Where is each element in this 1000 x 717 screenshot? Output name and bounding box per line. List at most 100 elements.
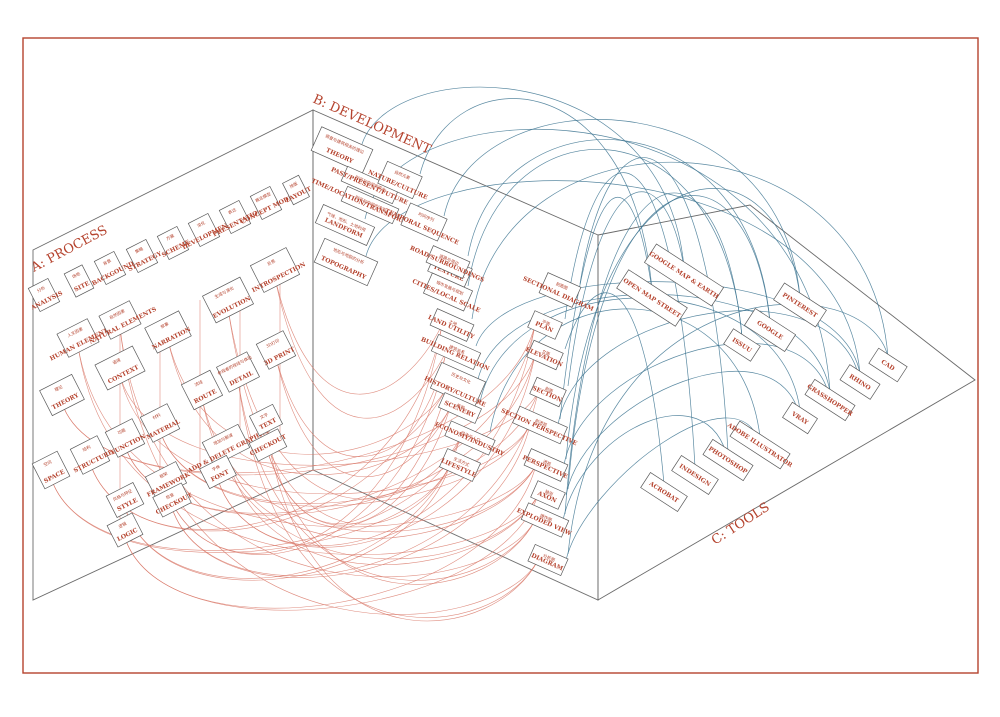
tools-plane (597, 204, 976, 601)
process-box-cn: 分析 (36, 284, 47, 294)
red-link-7 (227, 307, 451, 525)
process-box-cn: 场地 (71, 270, 82, 280)
process-box-cn: 逻辑 (117, 520, 128, 530)
process-box-cn: 排版 (288, 180, 299, 190)
red-link-8 (274, 277, 447, 419)
red-link-19 (275, 357, 451, 478)
blue-link-low-1 (562, 415, 729, 521)
red-link-29 (225, 452, 539, 565)
process-box-cn: 方案 (165, 232, 176, 242)
blue-link-13 (567, 191, 685, 387)
process-box-cn: 深化 (196, 219, 207, 229)
planes (32, 109, 976, 601)
tool-box-google: GOOGLE (743, 308, 797, 352)
red-link-3 (119, 327, 539, 615)
development-box-label: ECONOMY/INDUSTRY (434, 421, 506, 458)
outer-frame (22, 37, 979, 674)
tool-box-rhino: RHINO (839, 364, 881, 400)
tools-title: C: TOOLS (709, 500, 773, 549)
process-box-cn: 框架 (158, 470, 169, 480)
blue-link-low-2 (565, 370, 801, 496)
red-link-9 (274, 277, 443, 395)
development-box-cn: 平面 (541, 319, 551, 328)
blue-link-16 (567, 195, 771, 490)
development-boxes: 调查与建筑相关的理论THEORY时间与空间的变化PAST/PRESENT/FUT… (310, 126, 595, 577)
development-box-cn: 景观 (455, 403, 466, 412)
red-link-40 (171, 391, 539, 576)
development-box-cn: 轴测 (544, 488, 555, 498)
process-box-cn: 语境 (111, 356, 122, 366)
blue-link-2 (443, 119, 801, 298)
blue-link-low-3 (563, 342, 831, 466)
process-box-cn: 策略 (134, 245, 145, 255)
development-box-cn: 透视 (542, 458, 553, 468)
process-box-cn: 文字 (259, 411, 270, 421)
development-box-cn: 土地 (448, 318, 459, 327)
tool-box-acrobat: ACROBAT (640, 471, 688, 513)
blue-link-12 (564, 292, 665, 485)
process-box-cn: 功能 (116, 426, 127, 436)
red-link-31 (265, 427, 539, 622)
process-box-cn: 检查 (165, 491, 176, 501)
development-box-cn: 分析图 (542, 552, 556, 564)
process-box-cn: 字体 (211, 463, 222, 473)
process-box-cn: 空间 (42, 458, 53, 468)
red-link-18 (275, 357, 449, 457)
tool-box-vray: VRAY (782, 401, 818, 435)
blue-link-10 (579, 157, 729, 453)
tool-box-issuu: ISSUU (723, 328, 761, 362)
tool-box-pinterest: PINTEREST (773, 282, 827, 328)
blue-link-5 (471, 161, 889, 358)
process-box-cn: 表达 (227, 206, 238, 216)
process-box-cn: 材料 (151, 411, 162, 421)
red-link-17 (237, 379, 539, 618)
blue-link-14 (559, 196, 653, 420)
red-link-42 (124, 464, 537, 609)
process-box-cn: 背景 (102, 257, 113, 267)
blue-link-15 (565, 188, 801, 460)
development-box-cn: 爆炸图 (539, 512, 553, 524)
blue-link-11 (564, 172, 696, 468)
red-link-6 (227, 307, 461, 500)
development-box-cn: 立面 (541, 348, 552, 358)
red-link-33 (267, 407, 451, 526)
process-box-cn: 叙事 (159, 320, 170, 330)
development-box-cn: 剖透视 (534, 417, 549, 429)
process-boxes: 分析ANALYSIS场地SITE背景BACKGOUND策略STRATEGY方案S… (27, 174, 313, 548)
development-box-cn: 剖面图 (555, 280, 569, 292)
tool-box-cad: CAD (868, 347, 908, 383)
red-link-28 (225, 452, 537, 540)
blue-link-18 (567, 303, 889, 555)
process-box-cn: 理论 (53, 383, 64, 393)
